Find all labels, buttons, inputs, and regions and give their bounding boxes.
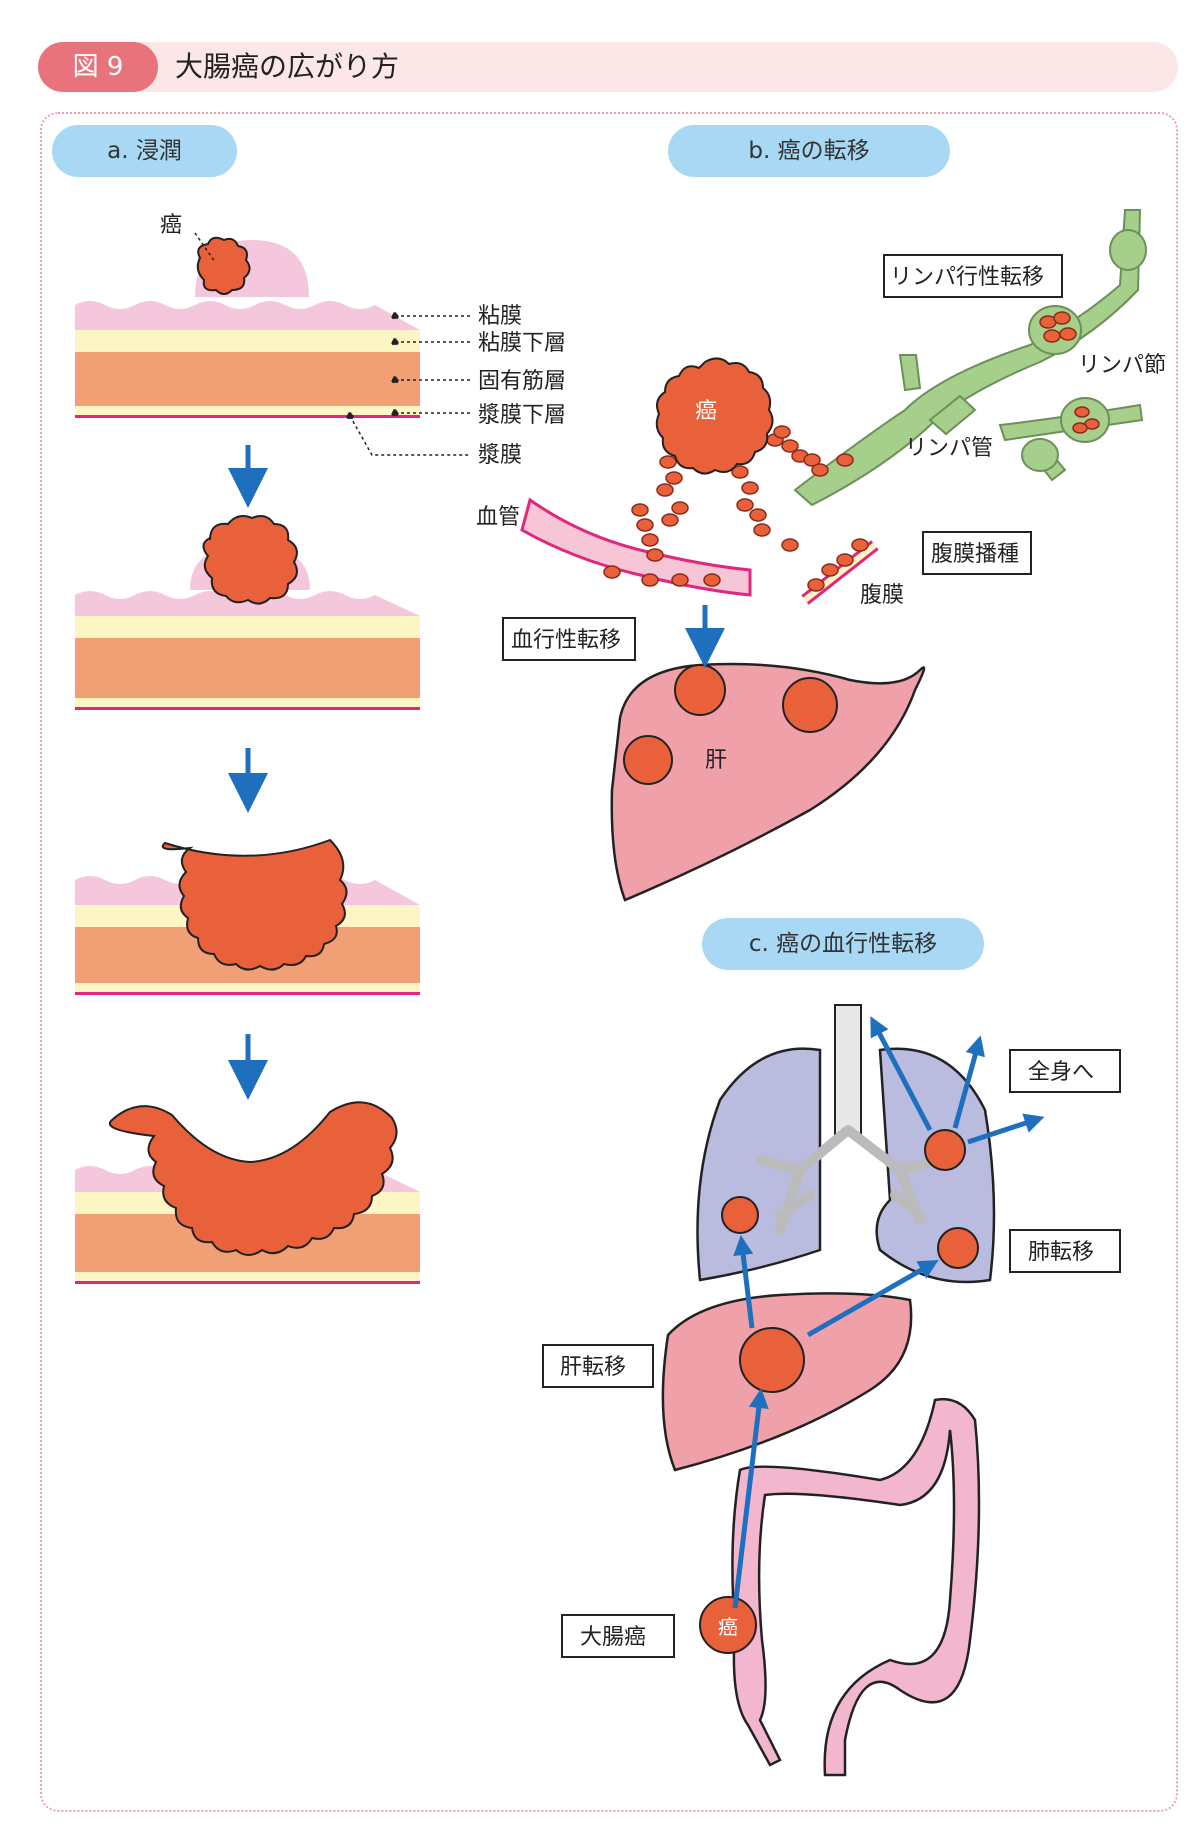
label-lung-met: 肺転移 (1028, 1239, 1094, 1264)
header-bar (38, 42, 1178, 92)
figure-badge: 図 9 (38, 42, 158, 92)
label-lymph-node: リンパ節 (1078, 352, 1166, 377)
blood-vessel (520, 497, 752, 597)
label-liver: 肝 (705, 747, 727, 772)
label-peritoneum: 腹膜 (860, 582, 904, 607)
colon (731, 1397, 981, 1777)
label-liver-met: 肝転移 (560, 1354, 626, 1379)
label-colon-tumor: 癌 (718, 1616, 738, 1639)
label-primary-cancer: 癌 (695, 398, 717, 423)
label-lymphatic: リンパ行性転移 (890, 264, 1044, 289)
invasion-stage-3 (75, 838, 420, 995)
panel-c-tumors (699, 1129, 979, 1654)
figure-title: 大腸癌の広がり方 (175, 50, 400, 83)
label-lymph-duct: リンパ管 (905, 435, 993, 460)
liver-tumors (623, 664, 838, 785)
section-a-label: a. 浸潤 (52, 125, 237, 177)
panel-c-arrows (732, 1016, 1045, 1609)
label-hematogenous: 血行性転移 (511, 627, 621, 652)
label-cancer-a: 癌 (160, 212, 182, 237)
section-b-label: b. 癌の転移 (668, 125, 950, 177)
cancer-cells (603, 311, 1100, 592)
layer-leader-lines (346, 312, 470, 456)
label-serosa: 漿膜 (478, 442, 522, 467)
label-subserosa: 漿膜下層 (478, 402, 566, 427)
label-blood-vessel: 血管 (476, 504, 520, 529)
invasion-stage-2 (75, 515, 420, 710)
label-systemic: 全身へ (1028, 1059, 1094, 1084)
invasion-stage-4 (75, 1101, 420, 1284)
invasion-stage-1 (75, 236, 420, 418)
section-c-label: c. 癌の血行性転移 (702, 918, 984, 970)
label-mucosa: 粘膜 (478, 303, 522, 328)
figure-frame (40, 112, 1178, 1812)
label-muscularis: 固有筋層 (478, 368, 566, 393)
label-submucosa: 粘膜下層 (478, 330, 566, 355)
label-boxes (502, 254, 1121, 1658)
label-colon-cancer: 大腸癌 (580, 1624, 646, 1649)
label-peritoneal: 腹膜播種 (931, 541, 1019, 566)
primary-tumor (655, 357, 774, 475)
